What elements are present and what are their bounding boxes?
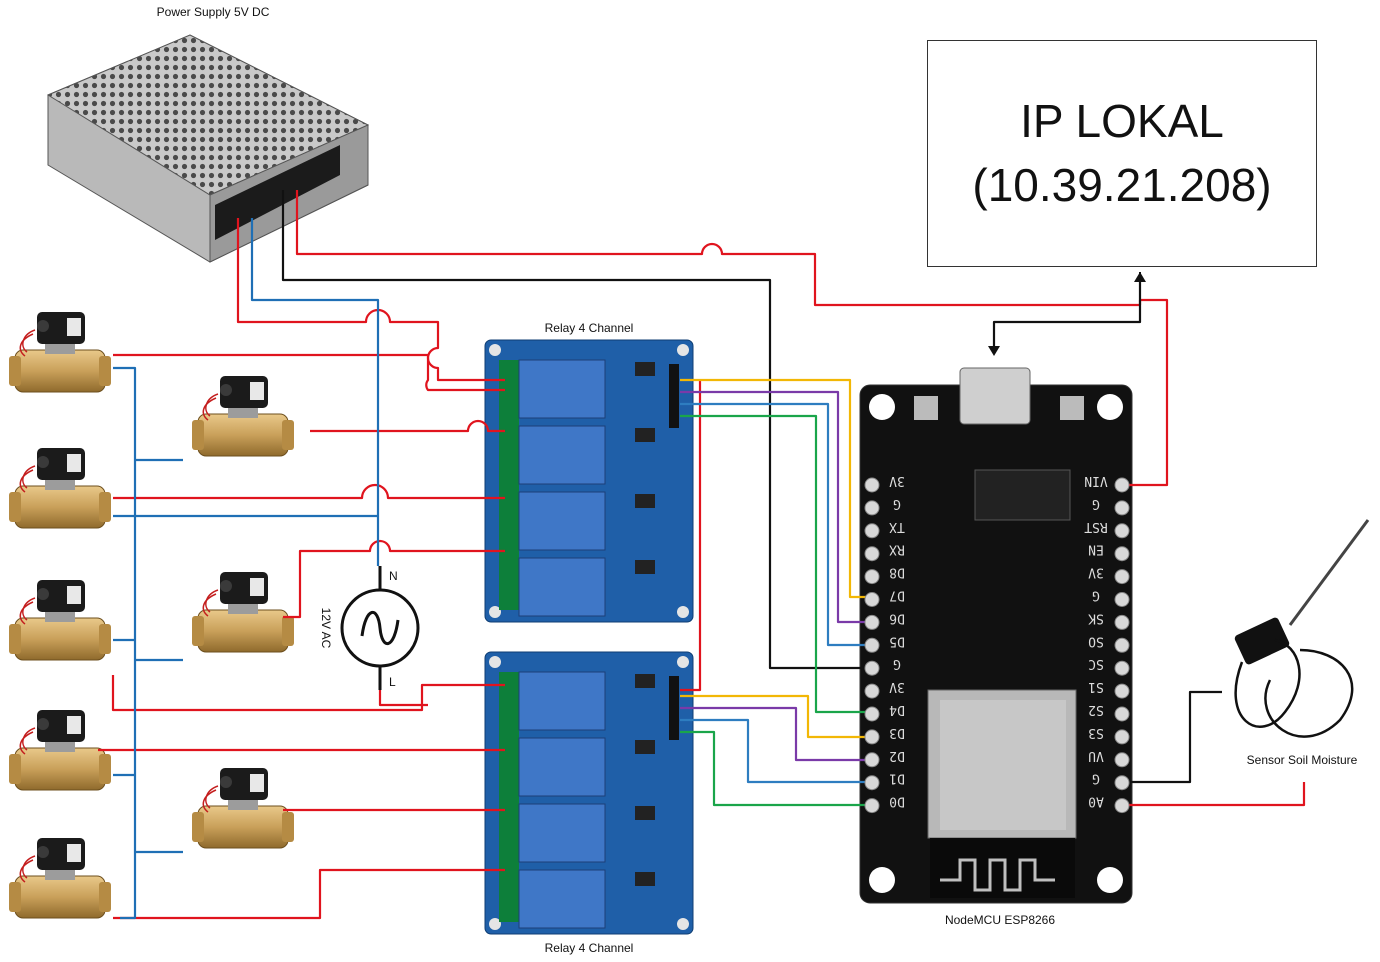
usb-arrow-head bbox=[988, 346, 1000, 356]
ip-title: IP LOKAL bbox=[1020, 95, 1224, 148]
left-pin-label: TX bbox=[889, 519, 905, 534]
wires bbox=[98, 190, 1306, 920]
right-pin-header bbox=[1114, 775, 1130, 791]
solenoid-valve-2 bbox=[8, 447, 112, 529]
right-pin-header bbox=[1114, 477, 1130, 493]
relay-module-bottom: Relay 4 Channel bbox=[484, 651, 694, 955]
right-pin-header bbox=[1114, 729, 1130, 745]
left-pin-header bbox=[864, 729, 880, 745]
left-pin-header bbox=[864, 637, 880, 653]
left-pin-label: D8 bbox=[889, 565, 905, 580]
right-pin-label: SC bbox=[1088, 656, 1104, 671]
left-pin-header bbox=[864, 546, 880, 562]
left-pin-header bbox=[864, 706, 880, 722]
left-pin-header bbox=[864, 500, 880, 516]
left-pin-label: RX bbox=[889, 542, 905, 557]
left-pin-label: D2 bbox=[889, 748, 905, 763]
ac-n-label: N bbox=[389, 569, 398, 583]
left-pin-label: G bbox=[893, 656, 901, 671]
right-pin-label: G bbox=[1092, 588, 1100, 603]
right-pin-label: A0 bbox=[1088, 794, 1104, 809]
left-pin-label: D4 bbox=[889, 702, 905, 717]
right-pin-label: VIN bbox=[1084, 473, 1107, 488]
right-pin-header bbox=[1114, 706, 1130, 722]
left-pin-label: 3V bbox=[889, 679, 905, 694]
right-pin-label: S3 bbox=[1088, 725, 1104, 740]
right-pin-label: SO bbox=[1088, 633, 1104, 648]
left-pin-label: D1 bbox=[889, 771, 905, 786]
left-pin-header bbox=[864, 569, 880, 585]
power-supply-label: Power Supply 5V DC bbox=[157, 5, 270, 19]
sensor-label: Sensor Soil Moisture bbox=[1247, 753, 1358, 767]
left-pin-header bbox=[864, 592, 880, 607]
ip-local-box: IP LOKAL (10.39.21.208) bbox=[927, 40, 1317, 267]
left-pin-label: D6 bbox=[889, 610, 905, 625]
solenoid-valve-6 bbox=[191, 375, 295, 457]
left-pin-header bbox=[864, 775, 880, 791]
left-pin-header bbox=[864, 683, 880, 699]
solenoid-valve-4 bbox=[8, 709, 112, 791]
left-pin-label: 3V bbox=[889, 473, 905, 488]
right-pin-label: EN bbox=[1088, 542, 1104, 557]
right-pin-header bbox=[1114, 683, 1130, 699]
left-pin-header bbox=[864, 798, 880, 814]
solenoid-valve-5 bbox=[8, 837, 112, 919]
right-pin-header bbox=[1114, 592, 1130, 607]
right-pin-header bbox=[1114, 569, 1130, 585]
right-pin-header bbox=[1114, 660, 1130, 676]
left-pin-header bbox=[864, 614, 880, 630]
ac-label: 12V AC bbox=[319, 608, 333, 649]
left-pin-header bbox=[864, 752, 880, 768]
right-pin-label: RST bbox=[1084, 519, 1108, 534]
right-pin-header bbox=[1114, 637, 1130, 653]
right-pin-header bbox=[1114, 500, 1130, 516]
right-pin-header bbox=[1114, 523, 1130, 539]
left-pin-label: D7 bbox=[889, 588, 905, 603]
right-pin-header bbox=[1114, 546, 1130, 562]
right-pin-header bbox=[1114, 752, 1130, 768]
ip-address: (10.39.21.208) bbox=[972, 158, 1272, 211]
right-pin-label: G bbox=[1092, 496, 1100, 511]
right-pin-label: G bbox=[1092, 771, 1100, 786]
nodemcu-board bbox=[859, 367, 1133, 904]
power-supply: Power Supply 5V DC bbox=[46, 5, 370, 263]
right-pin-label: S2 bbox=[1088, 702, 1104, 717]
solenoid-valve-8 bbox=[191, 767, 295, 849]
left-pin-header bbox=[864, 523, 880, 539]
left-pin-label: D5 bbox=[889, 633, 905, 648]
left-pin-label: G bbox=[893, 496, 901, 511]
relay-bottom-label: Relay 4 Channel bbox=[545, 941, 634, 955]
right-pin-label: S1 bbox=[1088, 679, 1104, 694]
left-pin-header bbox=[864, 477, 880, 493]
ac-source: N L 12V AC bbox=[319, 566, 420, 690]
relay-top-label: Relay 4 Channel bbox=[545, 321, 634, 335]
left-pin-label: D3 bbox=[889, 725, 905, 740]
solenoid-valve-1 bbox=[8, 311, 112, 393]
ac-l-label: L bbox=[389, 675, 396, 689]
soil-moisture-sensor: Sensor Soil Moisture bbox=[1234, 519, 1370, 767]
relay-module-top: Relay 4 Channel bbox=[484, 321, 694, 623]
left-pin-label: D0 bbox=[889, 794, 905, 809]
right-pin-label: 3V bbox=[1088, 565, 1104, 580]
ip-arrow-head bbox=[1134, 272, 1146, 282]
solenoid-valve-7 bbox=[191, 571, 295, 653]
left-pin-header bbox=[864, 660, 880, 676]
solenoid-valve-3 bbox=[8, 579, 112, 661]
right-pin-label: VU bbox=[1088, 748, 1104, 763]
right-pin-header bbox=[1114, 798, 1130, 814]
right-pin-label: SK bbox=[1088, 610, 1104, 625]
right-pin-header bbox=[1114, 614, 1130, 630]
nodemcu-label: NodeMCU ESP8266 bbox=[945, 913, 1055, 927]
